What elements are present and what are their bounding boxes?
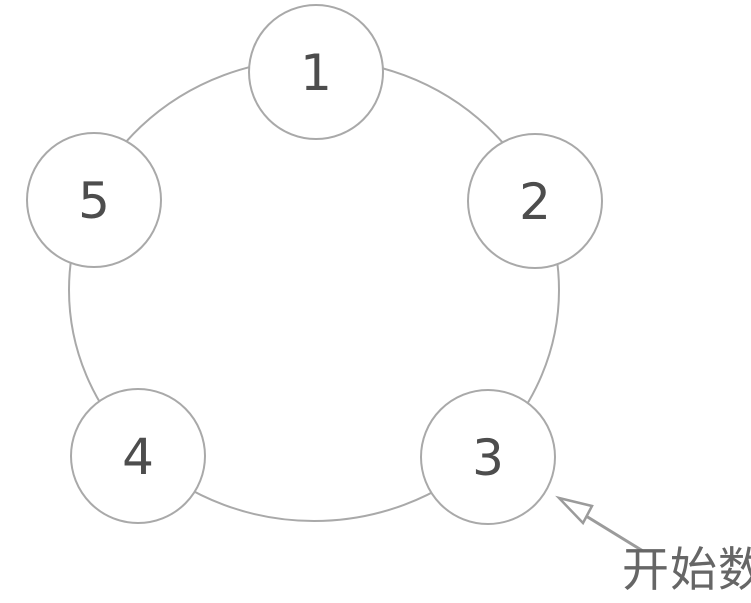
node-1-circle	[248, 4, 384, 140]
node-2-circle	[467, 133, 603, 269]
start-arrow-head-icon	[555, 495, 594, 526]
node-1-label: 1	[300, 44, 332, 102]
start-arrow-shaft	[584, 514, 645, 553]
node-3-label: 3	[472, 429, 504, 487]
node-3-circle	[420, 389, 556, 525]
node-2-label: 2	[519, 173, 551, 231]
node-4-circle	[70, 388, 206, 524]
node-5-label: 5	[78, 172, 110, 230]
node-4-label: 4	[122, 428, 154, 486]
start-annotation-label: 开始数	[622, 543, 751, 598]
node-5-circle	[26, 132, 162, 268]
